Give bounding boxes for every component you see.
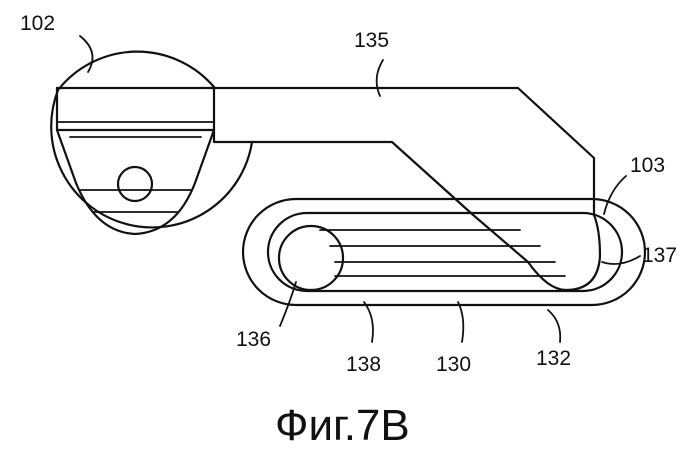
figure-caption: Фиг.7В [275,401,410,450]
ref-label-132: 132 [536,347,571,370]
leader-138 [364,302,373,342]
arm-135-lower-edge [214,130,528,262]
ref-label-103: 103 [630,154,665,177]
hub-cone [57,130,214,234]
leader-130 [458,302,463,342]
ref-label-130: 130 [436,353,471,376]
arm-135 [57,88,594,215]
ref-label-138: 138 [346,353,381,376]
ref-label-137: 137 [642,244,677,267]
track-130-inner [268,213,622,291]
ref-label-136: 136 [236,328,271,351]
foot-137 [528,215,600,290]
wheel-102-outline [58,52,214,90]
hub-axle-circle [118,167,152,201]
ref-label-135: 135 [354,29,389,52]
wheel-102-outline-lower [51,90,252,227]
hub-block [57,88,214,130]
leader-135 [377,60,383,96]
roller-136 [279,226,343,290]
ref-label-102: 102 [20,12,55,35]
leader-132 [548,310,560,342]
